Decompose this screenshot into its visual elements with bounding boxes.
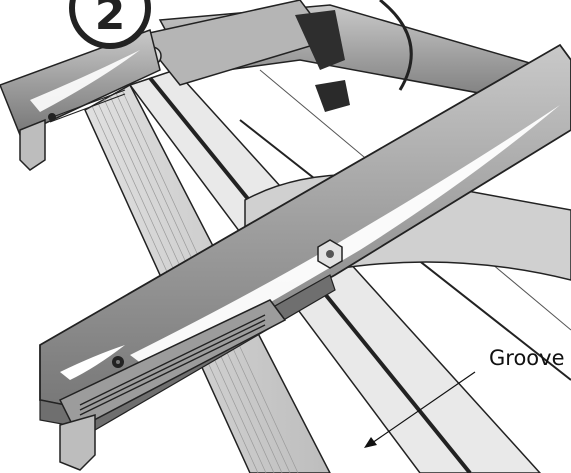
main-arm-highlight-small — [60, 345, 125, 380]
callout-arrowhead — [364, 437, 377, 448]
lower-clamp — [58, 299, 287, 471]
upper-clamp-highlight — [30, 50, 140, 112]
lower-clamp-jaw — [59, 414, 96, 471]
upper-linkage — [138, 0, 571, 112]
callout-leader-line — [371, 371, 476, 444]
lower-spring — [79, 314, 266, 416]
upper-clamp-jaw — [19, 118, 46, 171]
callout-label: Groove — [489, 346, 565, 370]
step-number: 2 — [95, 0, 126, 40]
main-arm-highlight — [130, 105, 560, 370]
pivot-nut — [317, 239, 343, 269]
step-badge: 2 — [69, 0, 151, 49]
upper-clamp-screw — [48, 113, 56, 121]
groove-callout: Groove — [364, 346, 565, 448]
linkage-clip — [295, 10, 345, 70]
upper-clamp-head — [0, 29, 161, 171]
latch-block — [315, 80, 350, 112]
circular-guard-arc — [379, 0, 413, 91]
hex-nut-center — [326, 250, 334, 258]
lower-clamp-screw-center — [116, 360, 120, 364]
step-badge-ring — [69, 0, 151, 49]
upper-spring — [49, 89, 126, 123]
